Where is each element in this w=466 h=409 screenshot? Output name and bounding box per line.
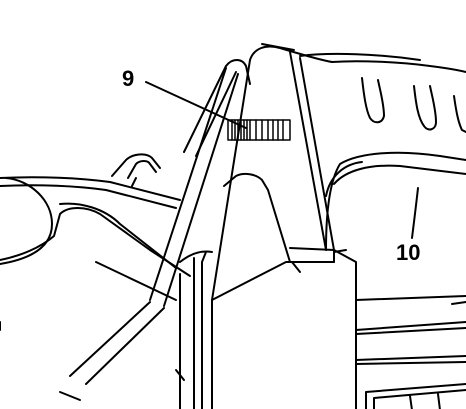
left-arm-structure [0,153,191,331]
leader-line-9 [145,81,247,129]
knurled-adjustment-wheel [227,119,291,141]
leader-line-10 [411,187,419,239]
main-housing [179,43,357,409]
callout-number-10: 10 [396,240,420,265]
rear-housing [59,59,251,401]
upper-handle-body [299,52,466,253]
callout-number-9: 9 [122,66,134,91]
lower-base-plates [355,295,466,409]
